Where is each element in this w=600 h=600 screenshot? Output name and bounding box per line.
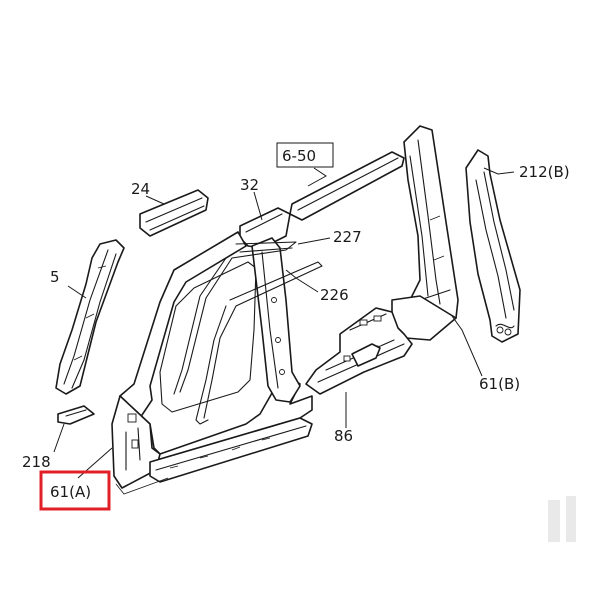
leader-212b [483, 167, 515, 175]
part-61b-rear-pillar[interactable] [391, 125, 459, 341]
callout-61a[interactable]: 61(A) [50, 483, 91, 501]
ref-6-50-frame [276, 142, 334, 168]
callout-6-50[interactable]: 6-50 [282, 147, 316, 165]
leader-5 [67, 285, 87, 299]
leader-6-50 [307, 167, 327, 187]
part-24-rail[interactable] [139, 189, 209, 237]
leader-61b [451, 315, 483, 377]
part-212b-quarter-panel[interactable] [465, 149, 521, 343]
callout-218[interactable]: 218 [22, 453, 51, 471]
callout-32[interactable]: 32 [240, 176, 259, 194]
callout-226[interactable]: 226 [320, 286, 349, 304]
leader-32 [253, 191, 263, 221]
watermark-mark [548, 496, 576, 542]
callout-24[interactable]: 24 [131, 180, 150, 198]
callout-227[interactable]: 227 [333, 228, 362, 246]
callout-86[interactable]: 86 [334, 427, 353, 445]
part-227-weatherstrip[interactable] [173, 241, 297, 395]
part-5-a-pillar[interactable] [55, 239, 125, 395]
callout-5[interactable]: 5 [50, 268, 60, 286]
part-226-glass-run[interactable] [195, 261, 323, 425]
part-61a-side-frame[interactable] [111, 231, 313, 495]
leader-227 [297, 237, 331, 245]
leader-24 [145, 195, 165, 205]
leader-218 [53, 423, 65, 453]
callout-61b[interactable]: 61(B) [479, 375, 520, 393]
leader-226 [285, 269, 319, 293]
part-218-bracket[interactable] [57, 405, 95, 425]
part-86-crossmember[interactable] [305, 307, 413, 395]
callout-212b[interactable]: 212(B) [519, 163, 570, 181]
highlight-box-61a [39, 470, 111, 511]
